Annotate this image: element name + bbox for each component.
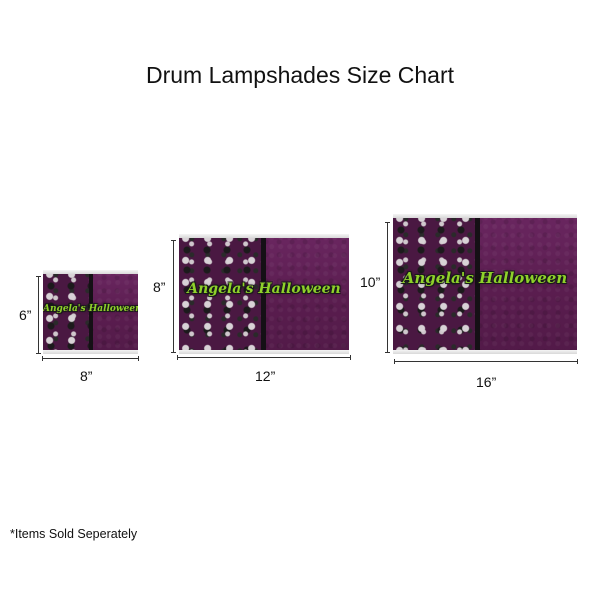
page-title: Drum Lampshades Size Chart [145, 62, 455, 88]
small-shade-pattern-strip [43, 270, 89, 354]
large-shade-width-label: 16” [476, 374, 497, 390]
small-shade-height-label: 6” [19, 307, 32, 323]
medium-shade-pattern-strip [179, 234, 261, 354]
small-shade-width-label: 8” [80, 368, 93, 384]
large-shade-lampshade: Angela's Halloween [393, 214, 577, 354]
large-shade-pattern-strip [393, 214, 475, 354]
small-shade-seam [89, 270, 93, 354]
large-shade-height-label: 10” [360, 274, 381, 290]
large-shade-seam [475, 214, 480, 354]
medium-shade-brand-text: Angela's Halloween [187, 281, 341, 297]
medium-shade-lampshade: Angela's Halloween [179, 234, 349, 354]
medium-shade-height-label: 8” [153, 279, 166, 295]
medium-shade-seam [261, 234, 266, 354]
large-shade-brand-text: Angela's Halloween [402, 269, 568, 287]
footnote: *Items Sold Seperately [10, 527, 138, 541]
small-shade-brand-text: Angela's Halloween [43, 304, 138, 314]
small-shade-lampshade: Angela's Halloween [43, 270, 138, 354]
medium-shade-width-label: 12” [255, 368, 276, 384]
